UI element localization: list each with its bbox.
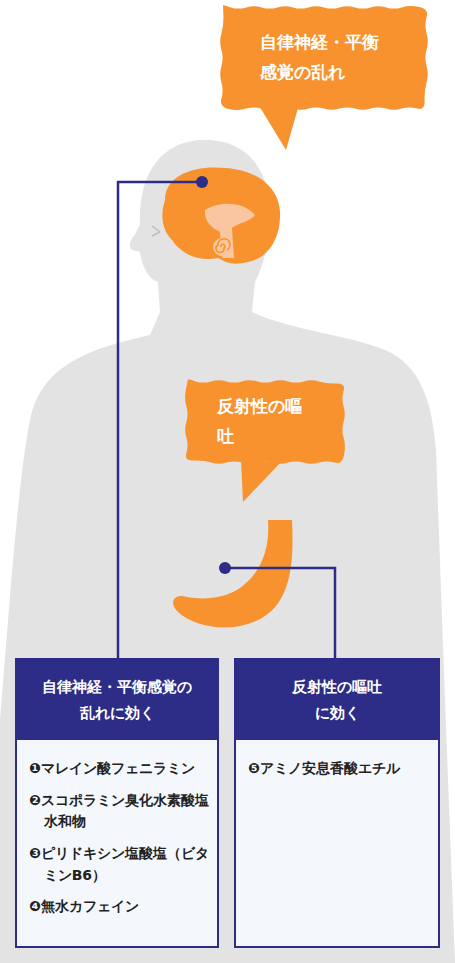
ingredient-item: ❹無水カフェイン [29, 896, 209, 918]
bubble-shape [183, 378, 347, 466]
inner-ear [213, 238, 231, 256]
stomach [173, 520, 292, 627]
bubble-text: 反射性の嘔吐 [217, 392, 313, 452]
speech-bubble: 反射性の嘔吐 [183, 378, 347, 466]
bubble-tail [241, 460, 281, 502]
remedy-box: 反射性の嘔吐に効く ❺アミノ安息香酸エチル [234, 658, 440, 948]
ingredient-item: ❺アミノ安息香酸エチル [248, 758, 430, 780]
box-header: 自律神経・平衡感覚の乱れに効く [17, 660, 217, 740]
remedy-box: 自律神経・平衡感覚の乱れに効く ❶マレイン酸フェニラミン ❷スコポラミン臭化水素酸塩… [15, 658, 219, 948]
box-heading: 自律神経・平衡感覚の乱れに効く [37, 674, 197, 727]
body-silhouette [0, 140, 455, 963]
ingredient-item: ❸ピリドキシン塩酸塩（ビタミンB6） [29, 843, 209, 886]
eye-line [152, 226, 160, 236]
leader-line [225, 568, 335, 660]
leader-dot [219, 562, 231, 574]
box-header: 反射性の嘔吐に効く [236, 660, 438, 740]
box-heading: 反射性の嘔吐に効く [289, 674, 385, 727]
speech-bubble: 自律神経・平衡感覚の乱れ [218, 4, 430, 112]
bubble-tail [258, 104, 298, 150]
ingredient-item: ❶マレイン酸フェニラミン [29, 758, 209, 780]
ingredient-item: ❷スコポラミン臭化水素酸塩水和物 [29, 790, 209, 833]
bubble-body [220, 5, 428, 110]
cochlea [216, 239, 230, 253]
bubble-shape [218, 4, 430, 112]
bubble-body [185, 379, 345, 464]
brainstem [205, 204, 255, 258]
bubble-text: 自律神経・平衡感覚の乱れ [260, 28, 388, 88]
leader-dot [196, 176, 208, 188]
